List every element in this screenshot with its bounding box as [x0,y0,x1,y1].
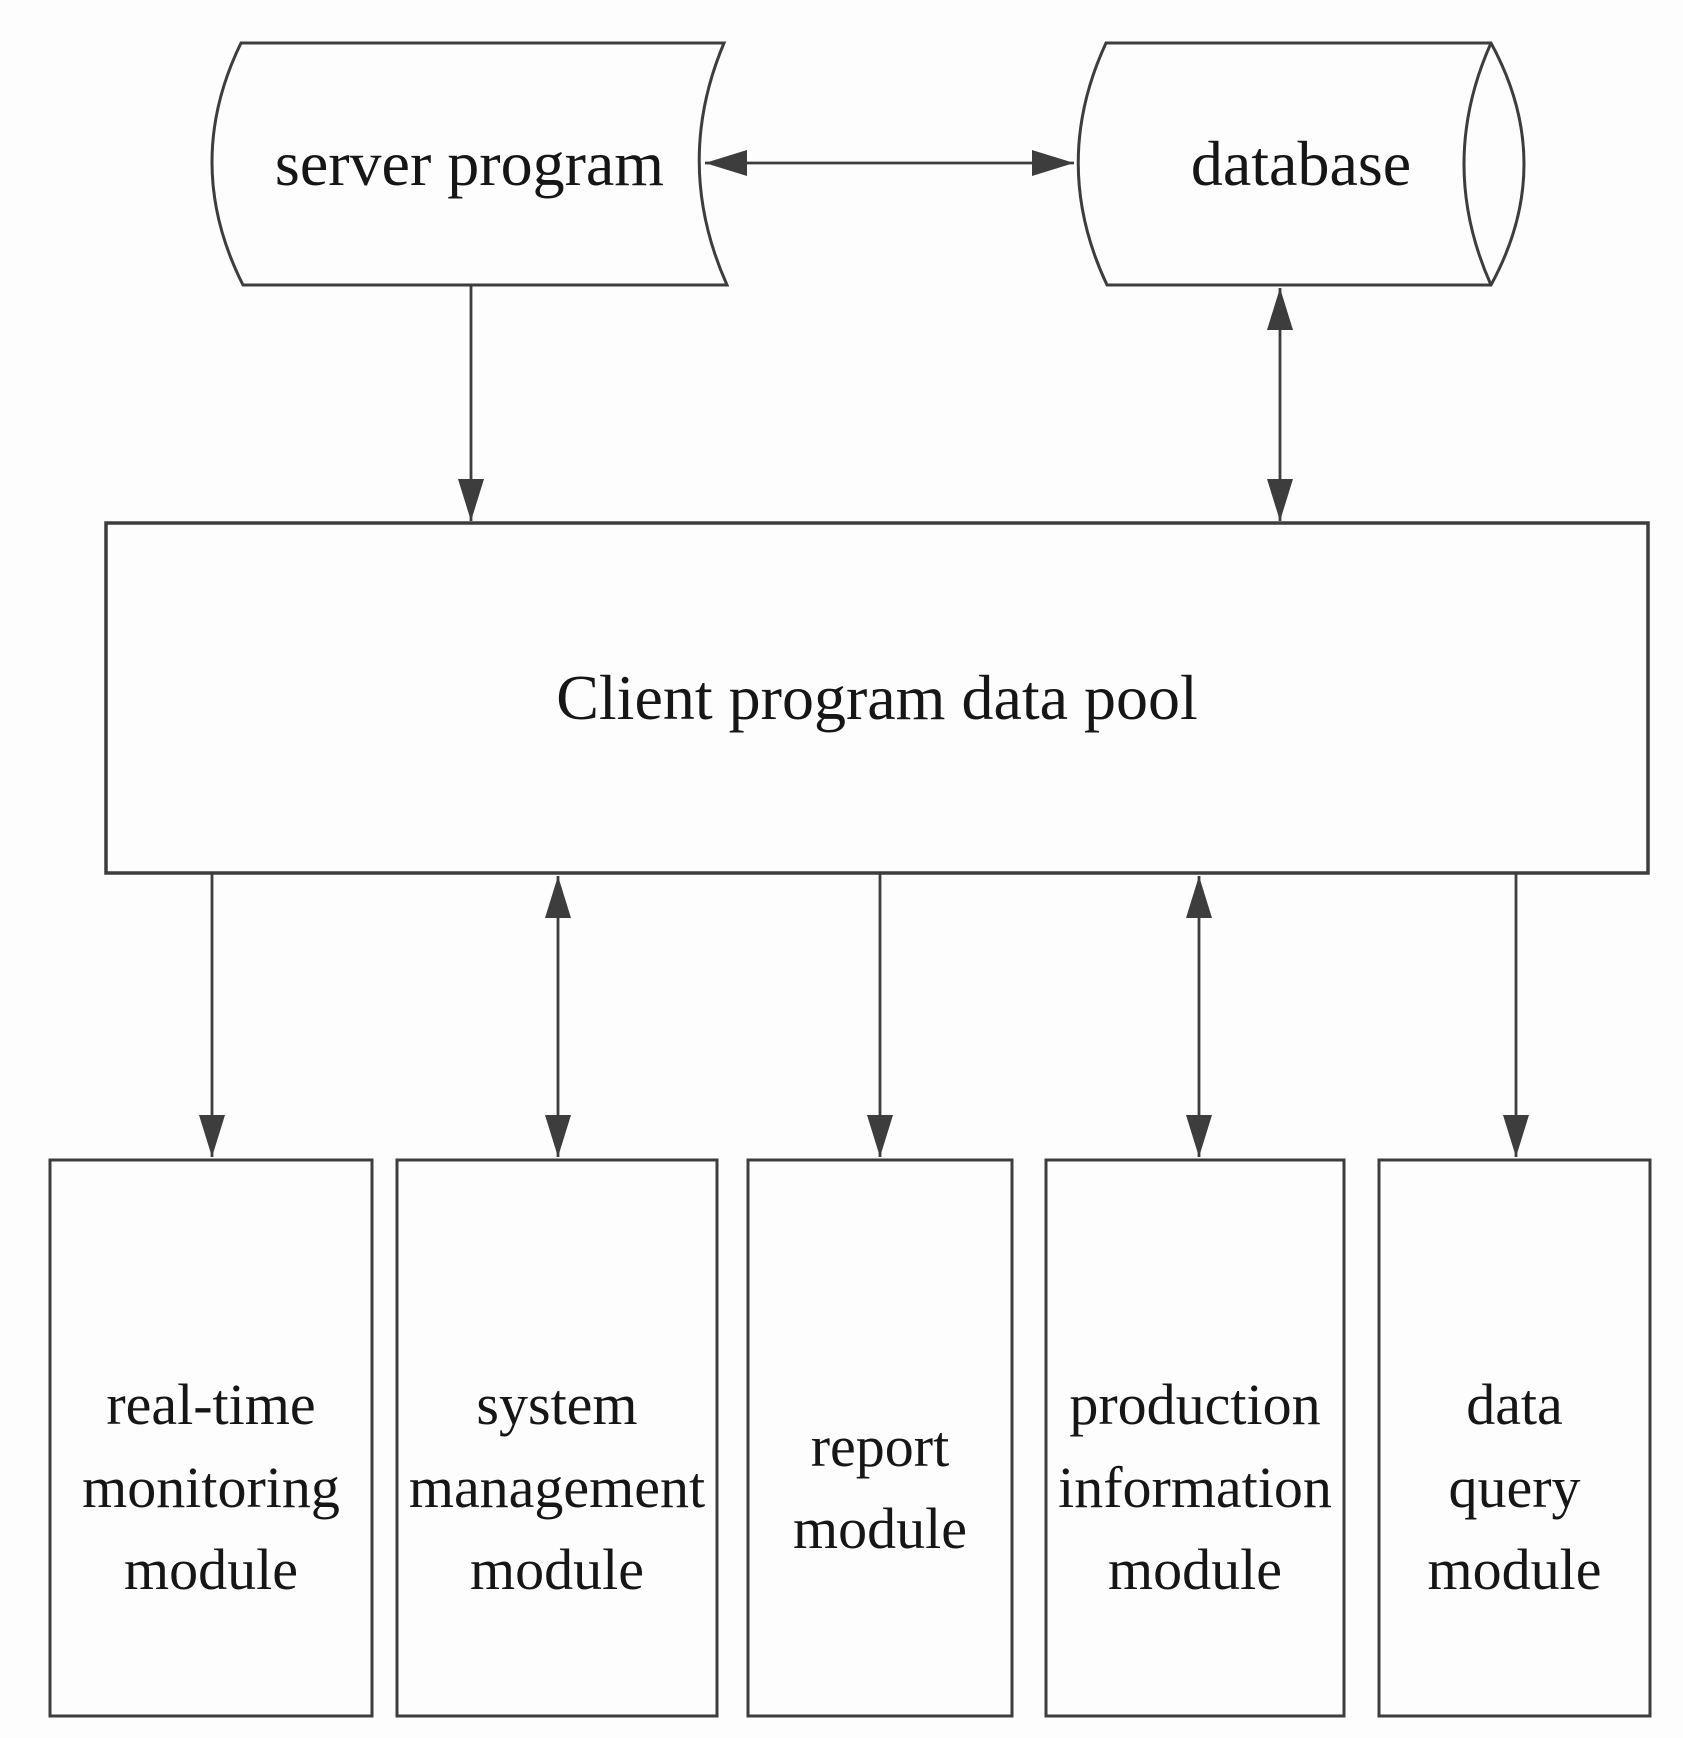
realtime-monitoring-module-shape [48,1158,374,1718]
data-query-module-shape [1377,1158,1652,1718]
database-end-cap-arc [1462,42,1493,286]
production-information-module-shape [1044,1158,1346,1718]
report-module-shape [746,1158,1014,1718]
data-pool-shape [104,521,1650,875]
system-management-module-shape [395,1158,719,1718]
database-shape [1076,41,1526,287]
server-program-shape [210,41,730,287]
